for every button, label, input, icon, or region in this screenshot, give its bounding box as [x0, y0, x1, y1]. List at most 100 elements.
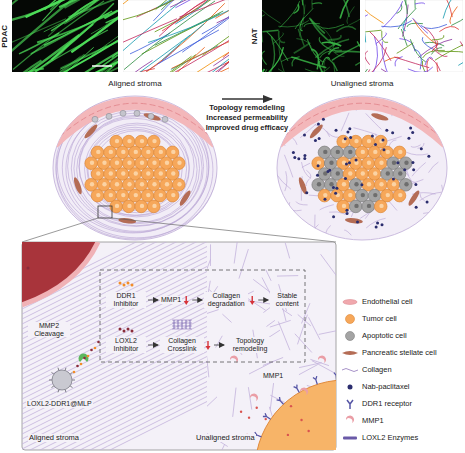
mmp1-enzyme — [300, 388, 308, 395]
ddr1-receptor — [313, 376, 317, 384]
cell-nucleus — [146, 171, 150, 175]
cell-nucleus — [109, 150, 113, 154]
unaligned-collagen — [299, 365, 318, 375]
unaligned-collagen — [302, 162, 311, 178]
legend-symbol — [346, 332, 355, 341]
legend-label: Collagen — [362, 366, 392, 374]
zoom-box — [98, 206, 112, 218]
traced-fiber — [365, 3, 384, 23]
collagen-fiber — [357, 41, 360, 60]
cell-nucleus — [386, 193, 390, 197]
cell-nucleus — [317, 182, 321, 186]
collagen-fiber — [312, 3, 322, 4]
nab-paclitaxel — [332, 215, 335, 218]
collagen-fiber — [68, 0, 118, 17]
ddr1-inhibitor-dot — [127, 282, 130, 285]
nab-paclitaxel — [375, 225, 378, 228]
collagen-fiber — [290, 0, 304, 14]
traced-fiber — [415, 49, 422, 69]
released-inhibitor — [97, 341, 100, 344]
unaligned-collagen — [366, 218, 385, 228]
cell-nucleus — [379, 204, 383, 208]
unaligned-collagen — [425, 111, 430, 121]
unaligned-collagen — [295, 334, 312, 353]
annotation: Increased permeability — [205, 114, 288, 122]
loxl2-inhibitor-dot — [119, 328, 122, 331]
crosslink — [190, 320, 191, 329]
nab-paclitaxel — [420, 147, 423, 150]
nab-paclitaxel — [344, 137, 347, 140]
unaligned-collagen — [207, 348, 209, 377]
flow-step: LOXL2 Inhibitor — [106, 337, 146, 352]
nab-paclitaxel — [396, 161, 399, 164]
traced-fiber — [136, 36, 230, 72]
unaligned-collagen — [309, 225, 319, 233]
cell-nucleus — [140, 204, 144, 208]
cell-nucleus — [171, 150, 175, 154]
endothelium — [277, 103, 447, 143]
cell-nucleus — [329, 182, 333, 186]
cell-nucleus — [361, 193, 365, 197]
cell-nucleus — [134, 171, 138, 175]
aligned-collagen — [88, 127, 182, 210]
nanoparticle-spike — [65, 390, 67, 393]
cell-nucleus — [127, 204, 131, 208]
scale-bar — [92, 65, 112, 67]
trace-ground — [123, 0, 229, 72]
traced-fiber — [130, 33, 170, 54]
panel-label: PDAC — [1, 25, 10, 48]
released-inhibitor — [90, 349, 93, 352]
drug-dot — [287, 434, 289, 436]
nanoparticle — [120, 110, 126, 116]
traced-fiber — [159, 0, 212, 36]
nab-paclitaxel — [326, 170, 329, 173]
collagen-fiber — [329, 35, 341, 40]
aligned-collagen — [22, 395, 207, 450]
nab-paclitaxel — [345, 163, 348, 166]
nab-paclitaxel — [293, 156, 296, 159]
legend-label: Nab-paclitaxel — [362, 383, 410, 391]
remodel-arrow — [222, 98, 272, 100]
cell-nucleus — [361, 171, 365, 175]
nab-paclitaxel — [409, 127, 412, 130]
nanoparticle-spike — [70, 386, 72, 388]
nanoparticle-spike — [57, 390, 59, 393]
collagen-fiber — [330, 48, 345, 56]
legend-label: DDR1 receptor — [362, 400, 412, 408]
traced-fiber — [406, 0, 412, 5]
fiber-trace — [365, 0, 463, 72]
traced-fiber — [365, 51, 370, 65]
legend-label: Pancreatic stellate cell — [362, 349, 437, 357]
tumor-cell — [318, 189, 331, 202]
nab-paclitaxel — [348, 161, 351, 164]
unaligned-collagen — [412, 163, 426, 177]
traced-fiber — [381, 69, 399, 72]
collagen-fiber — [336, 27, 356, 32]
ddr1-receptor — [263, 413, 271, 419]
traced-fiber — [460, 41, 463, 60]
crosslink — [186, 320, 187, 329]
annotation: LOXL2-DDR1@MLP — [26, 400, 93, 408]
tumor-cell — [85, 157, 98, 170]
nab-paclitaxel — [391, 131, 394, 134]
aligned-collagen — [22, 390, 207, 450]
nab-paclitaxel — [412, 168, 415, 171]
stellate-cell — [83, 123, 99, 140]
apoptotic-cell — [362, 200, 375, 213]
nanoparticle-spike — [49, 380, 52, 381]
traced-fiber — [394, 57, 429, 68]
unaligned-collagen — [285, 91, 293, 115]
traced-fiber — [370, 32, 391, 61]
nanoparticle — [148, 113, 154, 119]
unaligned-collagen — [425, 108, 428, 116]
traced-fiber — [376, 33, 387, 44]
cell-nucleus — [115, 182, 119, 186]
cell-nucleus — [90, 182, 94, 186]
traced-fiber — [458, 52, 463, 65]
unaligned-collagen — [234, 242, 239, 263]
collagen-fiber — [298, 29, 304, 46]
traced-fiber — [365, 15, 368, 21]
loxl2-inhibitor-dot — [123, 330, 126, 333]
nab-paclitaxel — [411, 131, 414, 134]
cell-nucleus — [152, 161, 156, 165]
